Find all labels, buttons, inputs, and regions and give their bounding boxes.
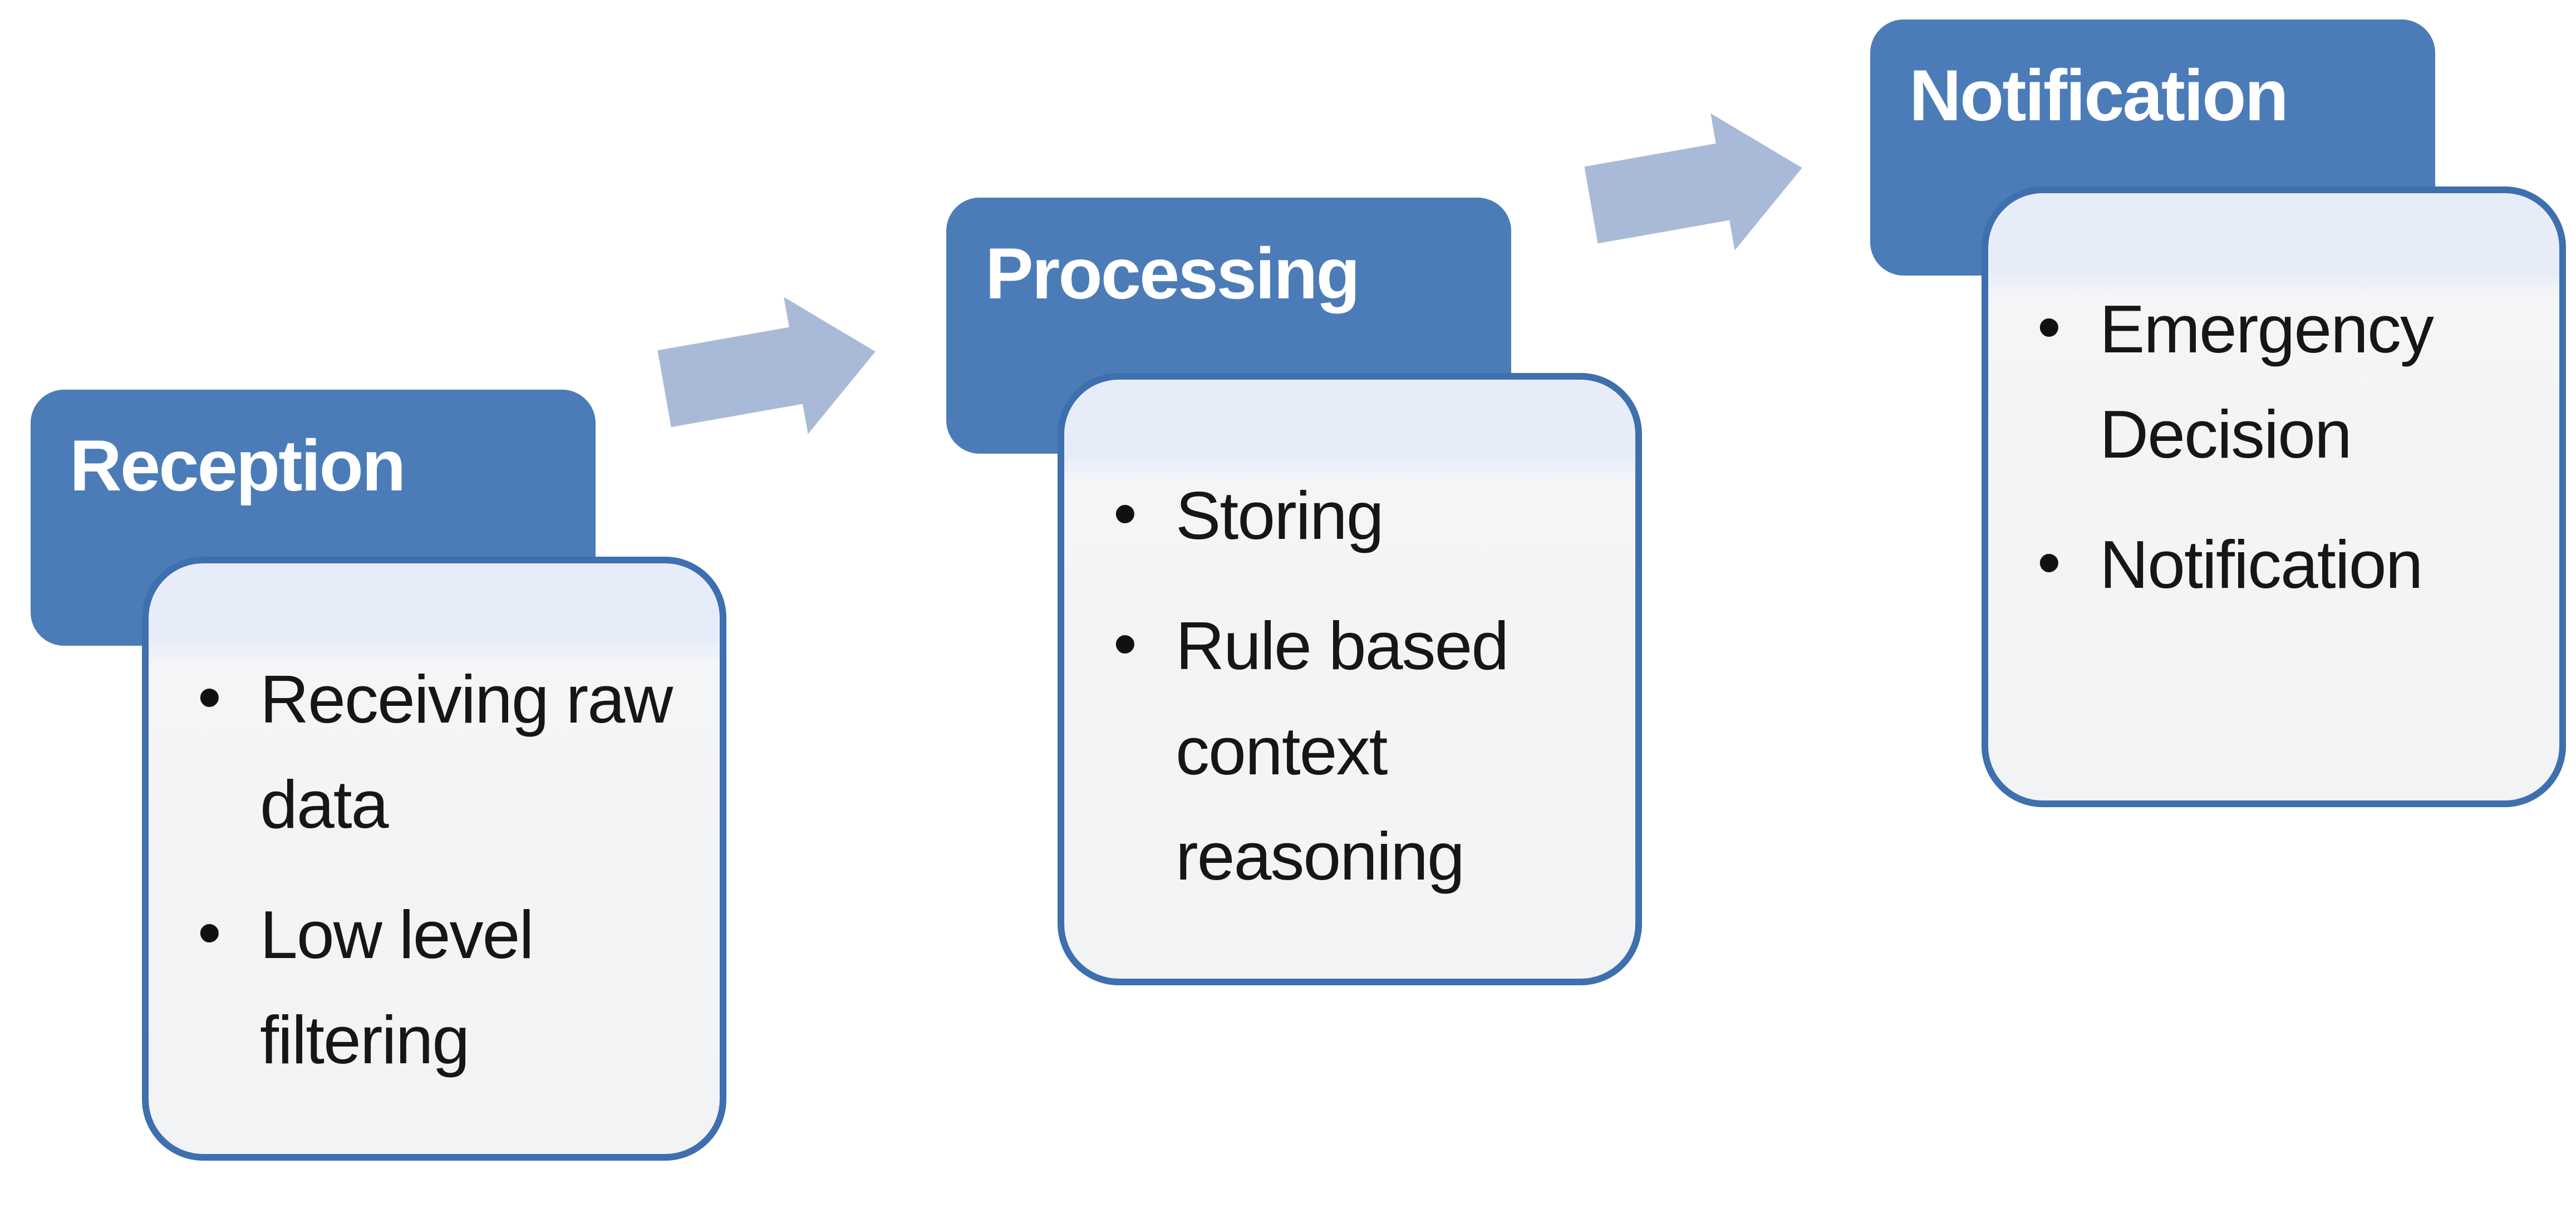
step-card-reception: Receiving raw data Low level filtering	[142, 557, 726, 1161]
bullet-list-notification: Emergency Decision Notification	[2016, 274, 2531, 617]
bullet-item: Storing	[1092, 461, 1607, 568]
step-card-processing: Storing Rule based context reasoning	[1058, 373, 1642, 985]
bullet-item: Notification	[2016, 510, 2531, 617]
bullet-item: Low level filtering	[176, 880, 692, 1093]
right-arrow-icon	[1584, 113, 1802, 251]
right-arrow-icon	[657, 297, 876, 434]
bullet-item: Rule based context reasoning	[1092, 591, 1607, 909]
bullet-list-reception: Receiving raw data Low level filtering	[176, 645, 692, 1093]
bullet-item: Receiving raw data	[176, 645, 692, 857]
step-title: Reception	[70, 425, 406, 506]
step-title: Notification	[1909, 55, 2289, 136]
bullet-item: Emergency Decision	[2016, 274, 2531, 487]
bullet-list-processing: Storing Rule based context reasoning	[1092, 461, 1607, 909]
step-title: Processing	[985, 233, 1360, 314]
step-card-notification: Emergency Decision Notification	[1982, 186, 2566, 807]
